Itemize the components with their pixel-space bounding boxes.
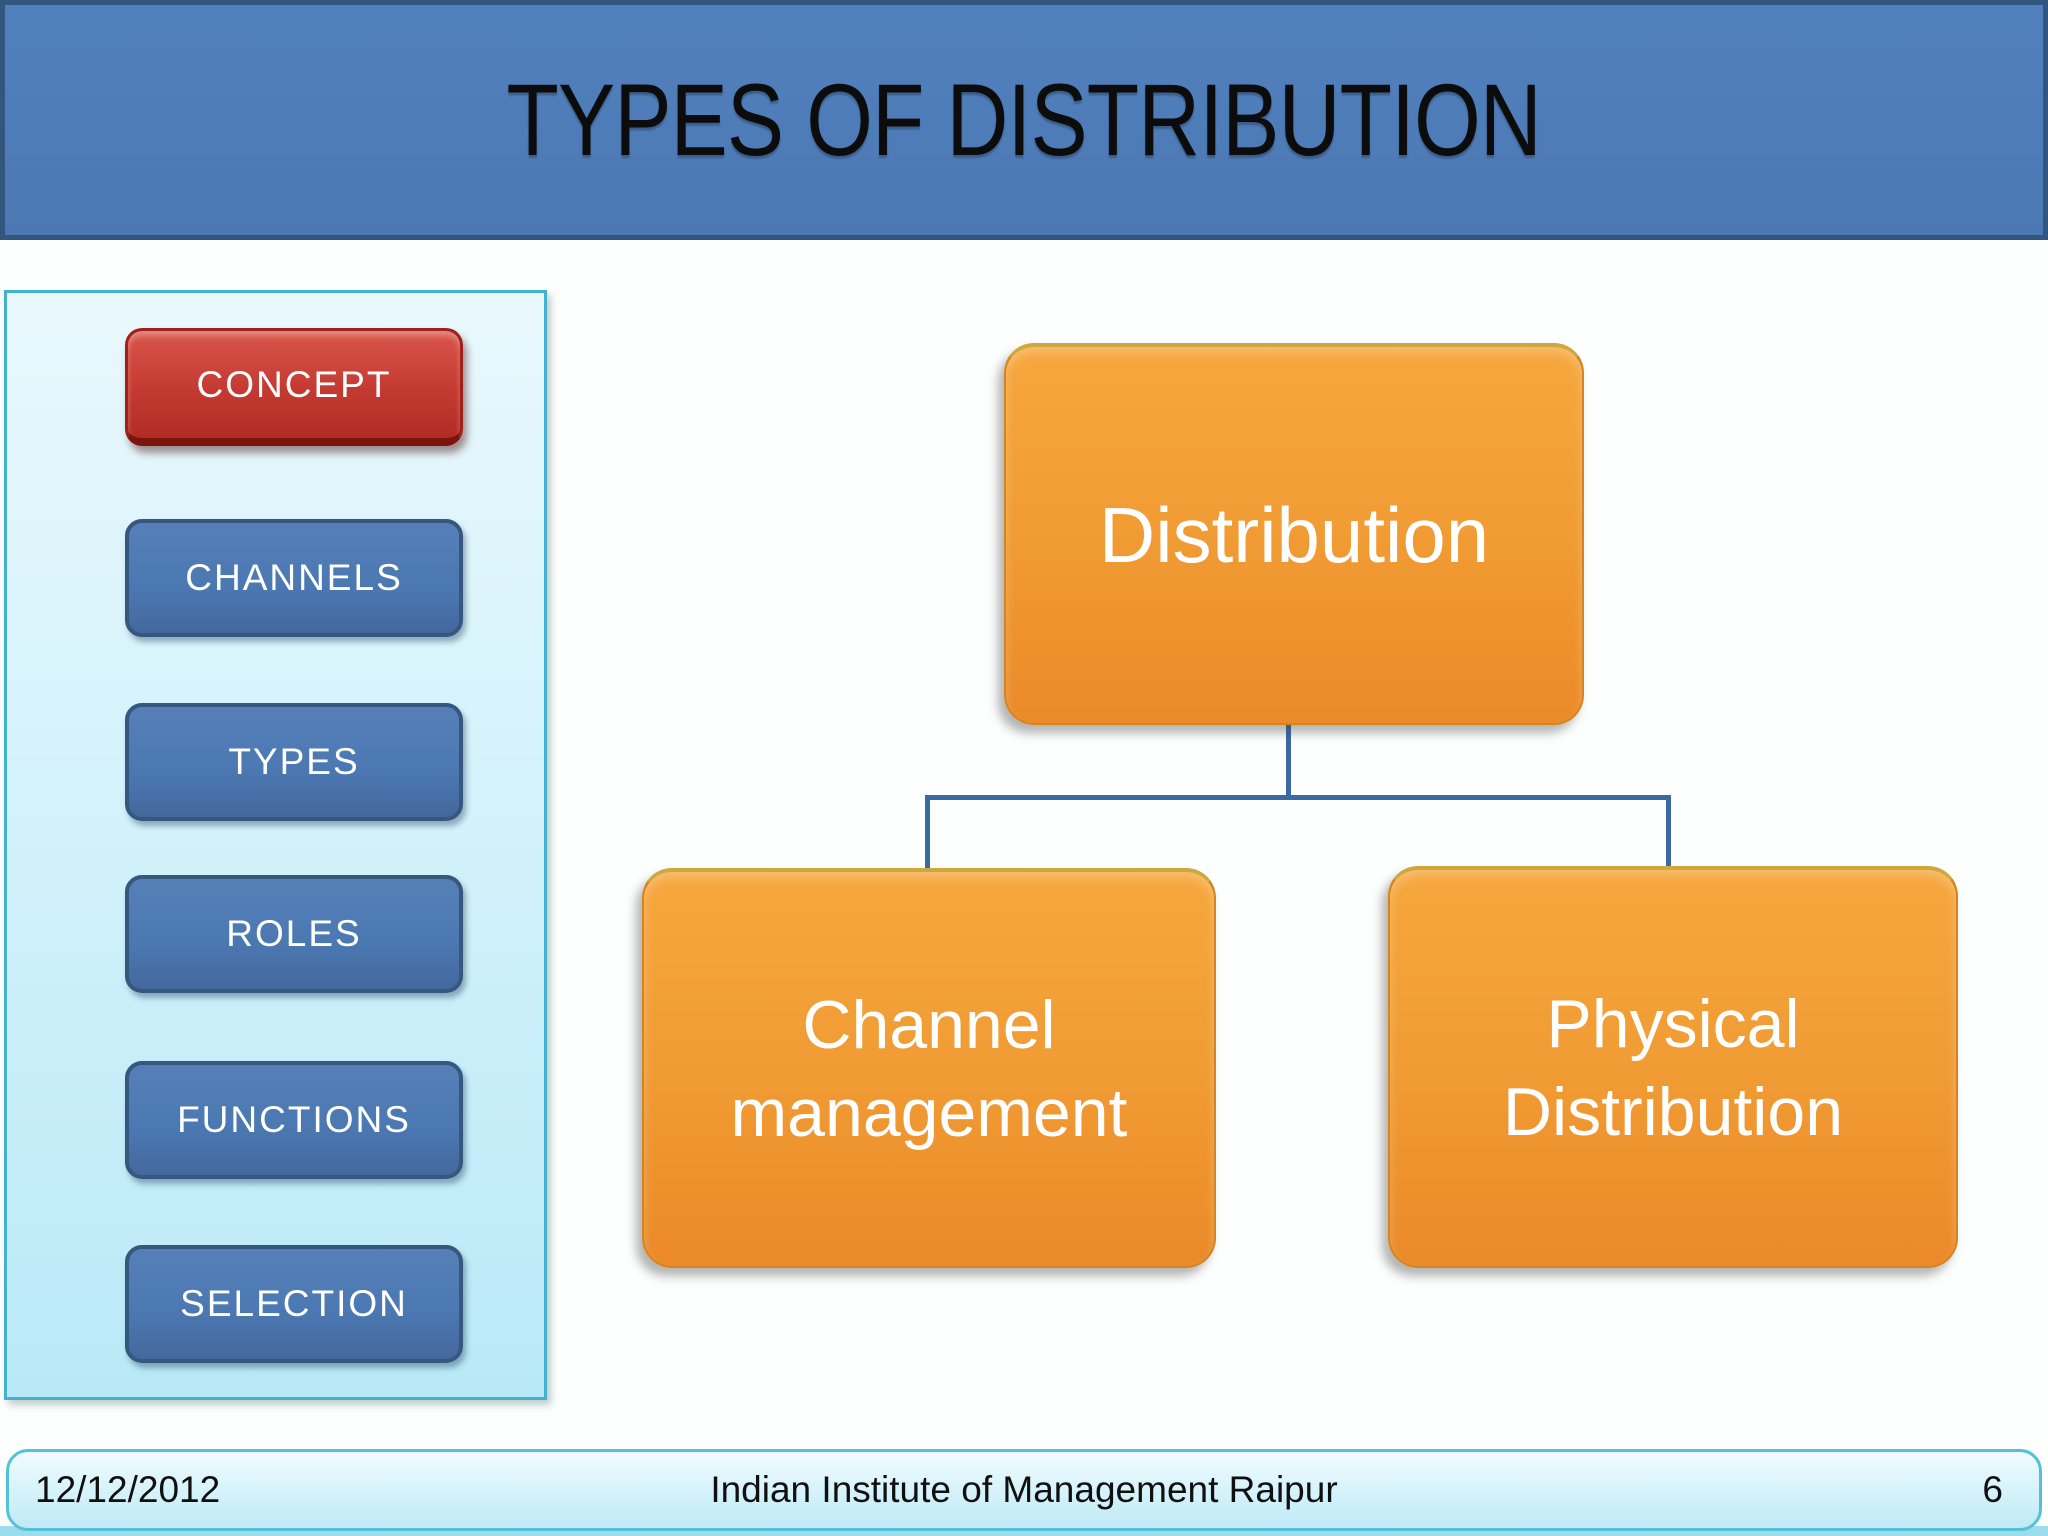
footer-page-number: 6 bbox=[1982, 1469, 2003, 1510]
org-box-label: Physical Distribution bbox=[1502, 985, 1844, 1150]
connector-right-drop bbox=[1666, 795, 1671, 871]
org-box-label: Distribution bbox=[1098, 490, 1490, 579]
footer-institute: Indian Institute of Management Raipur bbox=[710, 1469, 1338, 1510]
org-box-physical-distribution: Physical Distribution bbox=[1388, 866, 1958, 1268]
sidebar-item-label: CHANNELS bbox=[185, 557, 403, 598]
sidebar-item-types[interactable]: TYPES bbox=[125, 703, 463, 821]
sidebar-item-label: CONCEPT bbox=[196, 363, 392, 405]
sidebar-item-label: SELECTION bbox=[180, 1283, 408, 1324]
sidebar-nav-panel: CONCEPT CHANNELS TYPES , ROLES FUNCTIONS… bbox=[4, 290, 547, 1400]
connector-horizontal bbox=[925, 795, 1671, 800]
sidebar-item-label: FUNCTIONS bbox=[177, 1099, 411, 1140]
org-box-channel-management: Channel management bbox=[642, 868, 1216, 1268]
slide-title: TYPES OF DISTRIBUTION bbox=[506, 62, 1542, 177]
org-box-label: Channel management bbox=[730, 986, 1128, 1151]
org-box-distribution: Distribution bbox=[1004, 343, 1584, 725]
title-banner: TYPES OF DISTRIBUTION bbox=[0, 0, 2048, 240]
footer-bar: 12/12/2012 Indian Institute of Managemen… bbox=[6, 1449, 2042, 1531]
sidebar-item-concept[interactable]: CONCEPT bbox=[125, 328, 463, 446]
connector-root-stem bbox=[1286, 723, 1291, 797]
connector-left-drop bbox=[925, 795, 930, 873]
footer-date: 12/12/2012 bbox=[35, 1469, 221, 1510]
sidebar-item-roles[interactable]: ROLES bbox=[125, 875, 463, 993]
sidebar-item-channels[interactable]: CHANNELS bbox=[125, 519, 463, 637]
slide-bottom-edge bbox=[0, 1526, 2048, 1536]
sidebar-item-label: TYPES bbox=[228, 741, 360, 782]
sidebar-item-label: ROLES bbox=[226, 913, 362, 954]
sidebar-item-functions[interactable]: FUNCTIONS bbox=[125, 1061, 463, 1179]
sidebar-item-selection[interactable]: SELECTION bbox=[125, 1245, 463, 1363]
